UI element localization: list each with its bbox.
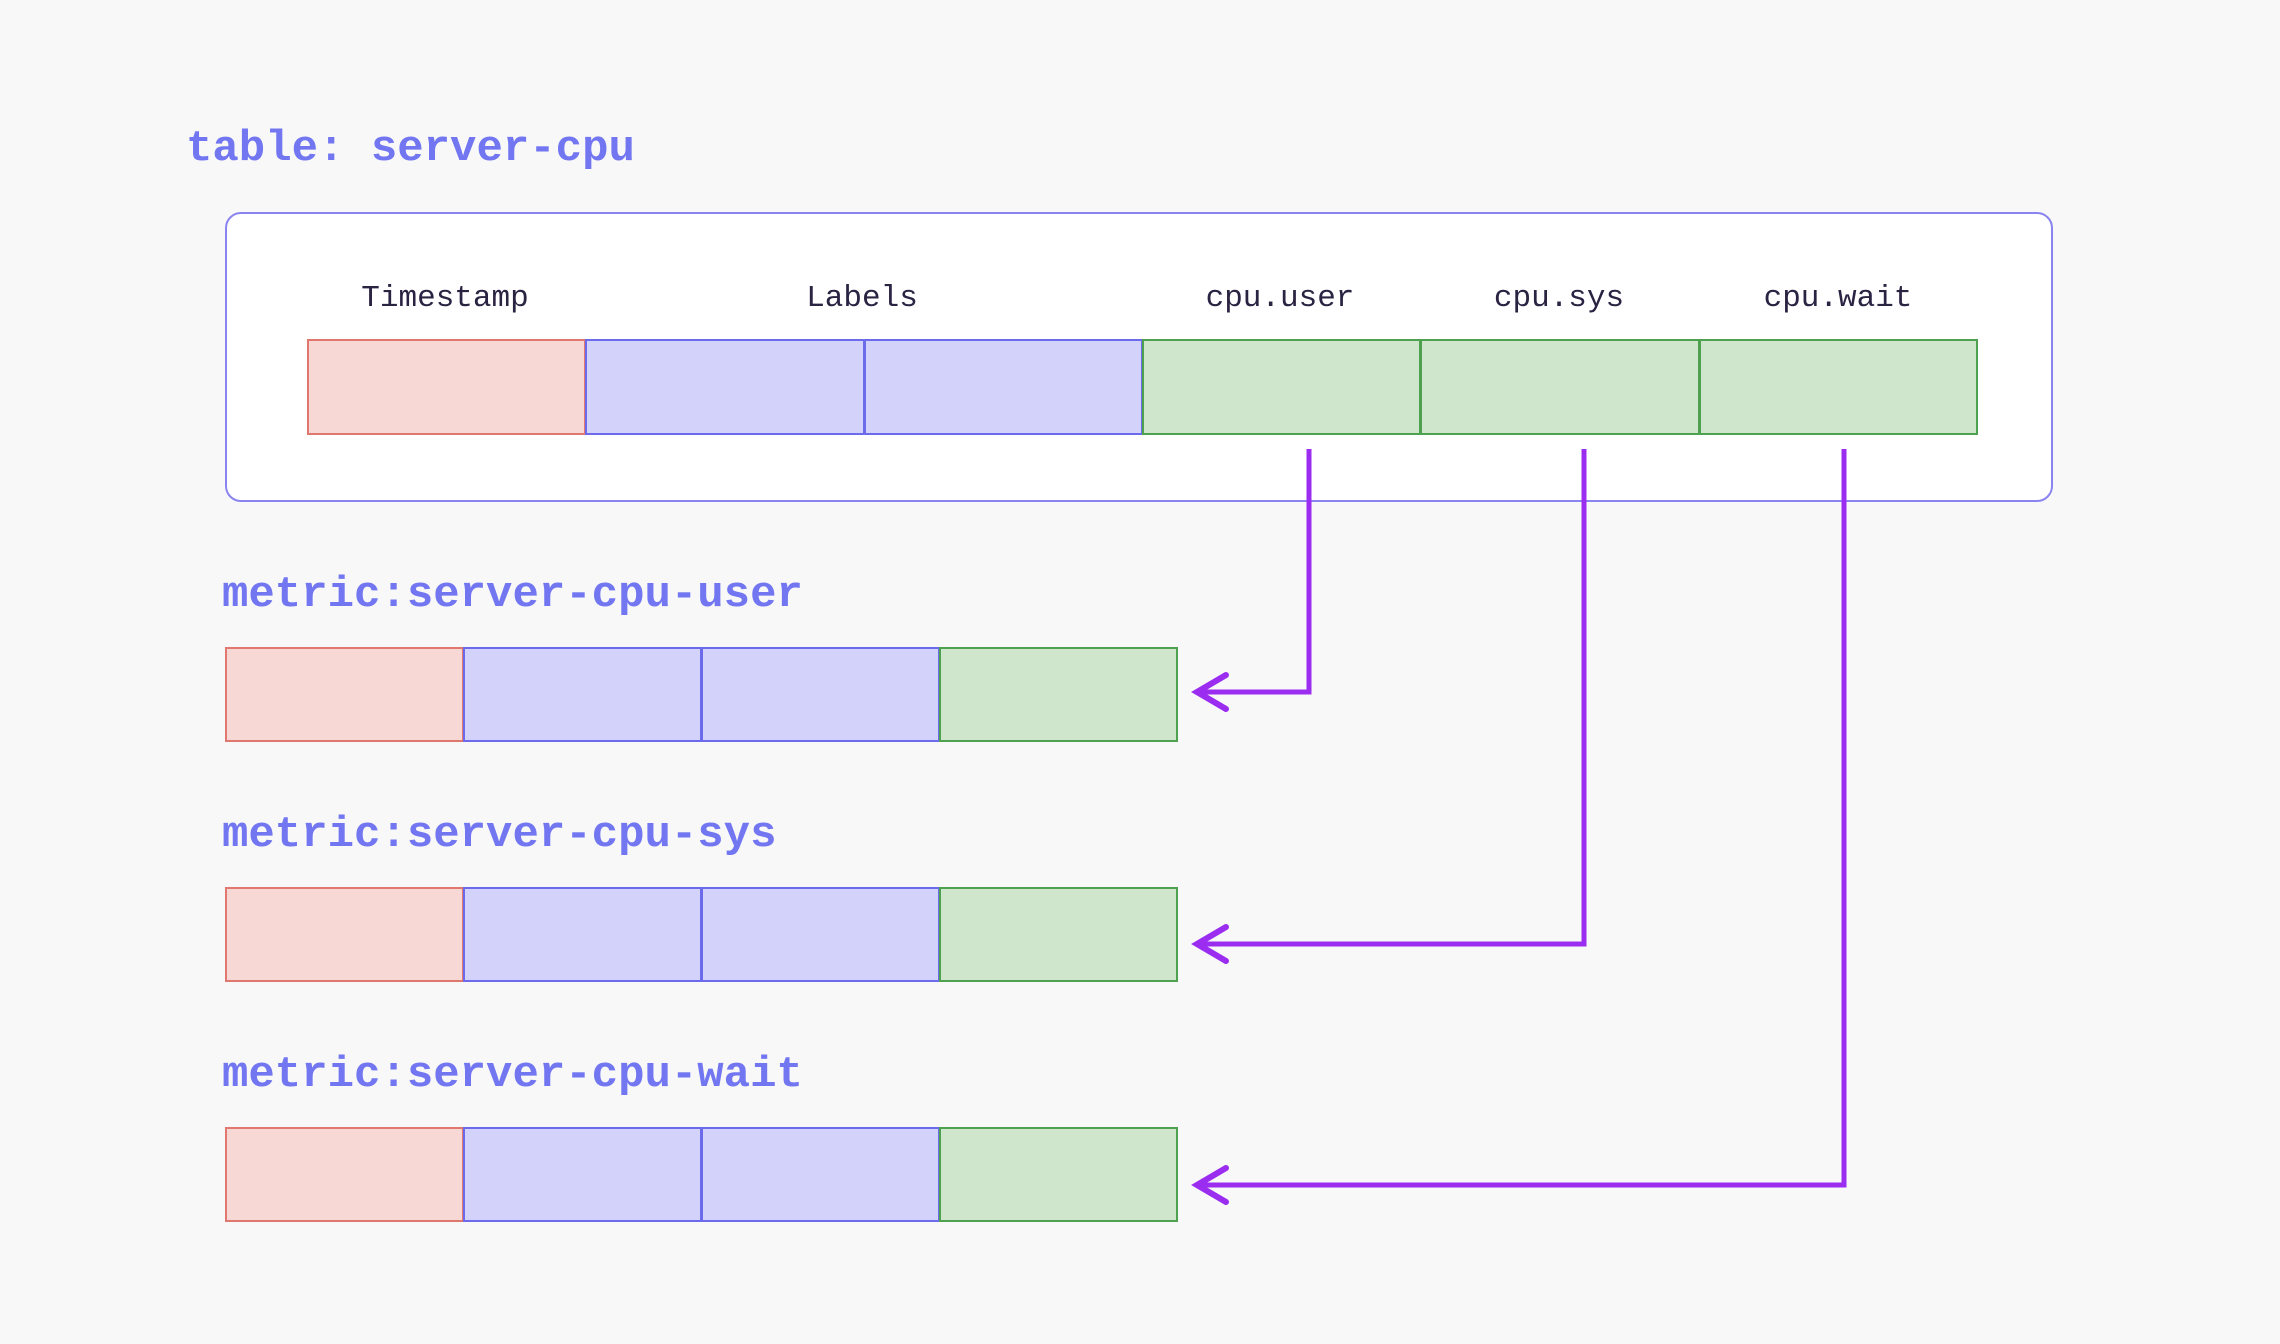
column-header-timestamp: Timestamp (361, 281, 529, 316)
timestamp-cell (307, 339, 587, 435)
metric-title-cpu-wait: metric:server-cpu-wait (222, 1050, 803, 1100)
value-cell (939, 1127, 1178, 1222)
column-header-cpu-wait: cpu.wait (1763, 281, 1913, 316)
value-cell (939, 647, 1178, 742)
arrowhead-left-icon (1191, 924, 1229, 964)
arrowhead-left-icon (1191, 1165, 1229, 1205)
metric-row-cpu-wait (225, 1127, 1178, 1222)
value-cell-cpu-user (1141, 339, 1422, 435)
metric-title-cpu-user: metric:server-cpu-user (222, 570, 803, 620)
labels-cell (463, 647, 702, 742)
labels-cell (463, 1127, 702, 1222)
value-cell (939, 887, 1178, 982)
metric-title-cpu-sys: metric:server-cpu-sys (222, 810, 777, 860)
column-header-cpu-sys: cpu.sys (1493, 281, 1625, 316)
labels-cell (701, 647, 940, 742)
labels-cell (463, 887, 702, 982)
timestamp-cell (225, 1127, 464, 1222)
metric-row-cpu-sys (225, 887, 1178, 982)
value-cell-cpu-wait (1698, 339, 1978, 435)
table-title: table: server-cpu (186, 124, 635, 174)
arrowhead-left-icon (1191, 672, 1229, 712)
timestamp-cell (225, 647, 464, 742)
labels-cell (701, 887, 940, 982)
column-header-labels: Labels (806, 281, 918, 316)
metric-row-cpu-user (225, 647, 1178, 742)
timestamp-cell (225, 887, 464, 982)
table-row (307, 339, 1978, 435)
arrow-cpu-wait-to-metric (1202, 449, 1847, 1188)
arrow-cpu-sys-to-metric (1202, 449, 1587, 947)
column-header-cpu-user: cpu.user (1205, 281, 1355, 316)
labels-cell (585, 339, 865, 435)
labels-cell (701, 1127, 940, 1222)
labels-cell (863, 339, 1143, 435)
table-box: Timestamp Labels cpu.user cpu.sys cpu.wa… (225, 212, 2053, 502)
value-cell-cpu-sys (1420, 339, 1700, 435)
